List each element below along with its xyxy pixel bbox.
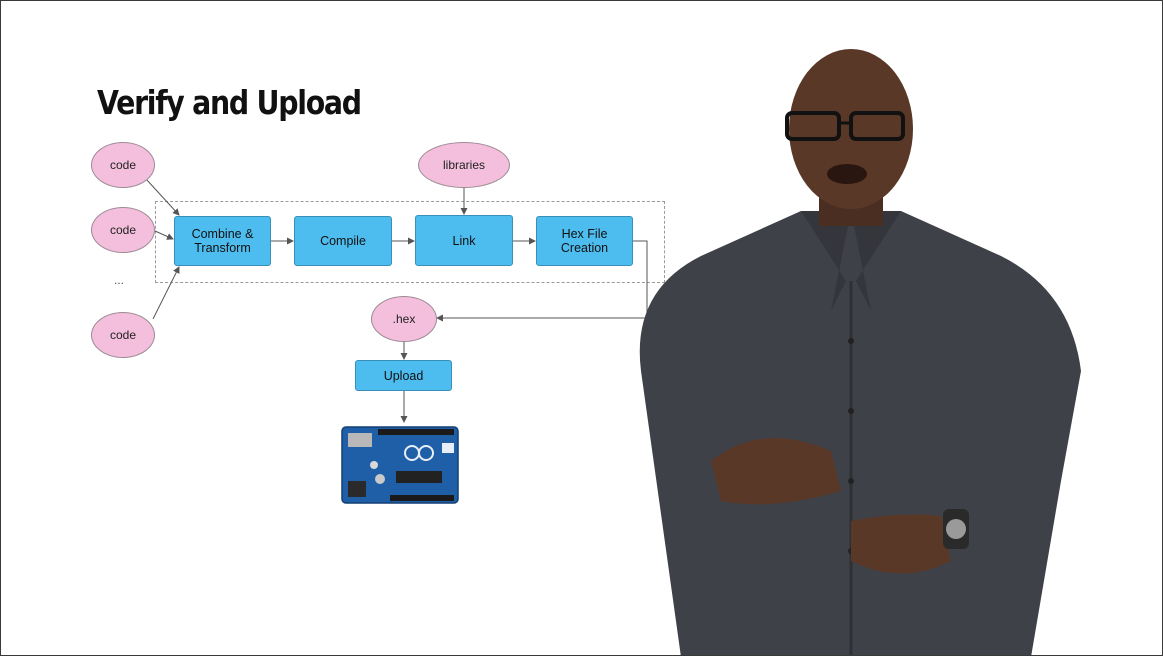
upload-step: Upload <box>355 360 452 391</box>
combine-transform-line2: Transform <box>194 241 251 255</box>
code-input-3: code <box>91 312 155 358</box>
arduino-board-icon <box>341 426 459 504</box>
hex-file-line2: Creation <box>560 241 609 255</box>
slide-title: Verify and Upload <box>97 83 362 122</box>
code-input-2: code <box>91 207 155 253</box>
link-step: Link <box>415 215 513 266</box>
input-ellipsis: ... <box>114 273 125 287</box>
hex-output-node: .hex <box>371 296 437 342</box>
combine-transform-step: Combine & Transform <box>174 216 271 266</box>
hex-file-line1: Hex File <box>561 227 608 241</box>
compile-label: Compile <box>320 234 366 248</box>
presenter-figure <box>639 49 1081 655</box>
code-input-1: code <box>91 142 155 188</box>
build-process-boundary <box>155 201 665 283</box>
hex-file-creation-step: Hex File Creation <box>536 216 633 266</box>
link-label: Link <box>452 233 476 248</box>
libraries-node: libraries <box>418 142 510 188</box>
compile-step: Compile <box>294 216 392 266</box>
combine-transform-line1: Combine & <box>191 227 254 241</box>
